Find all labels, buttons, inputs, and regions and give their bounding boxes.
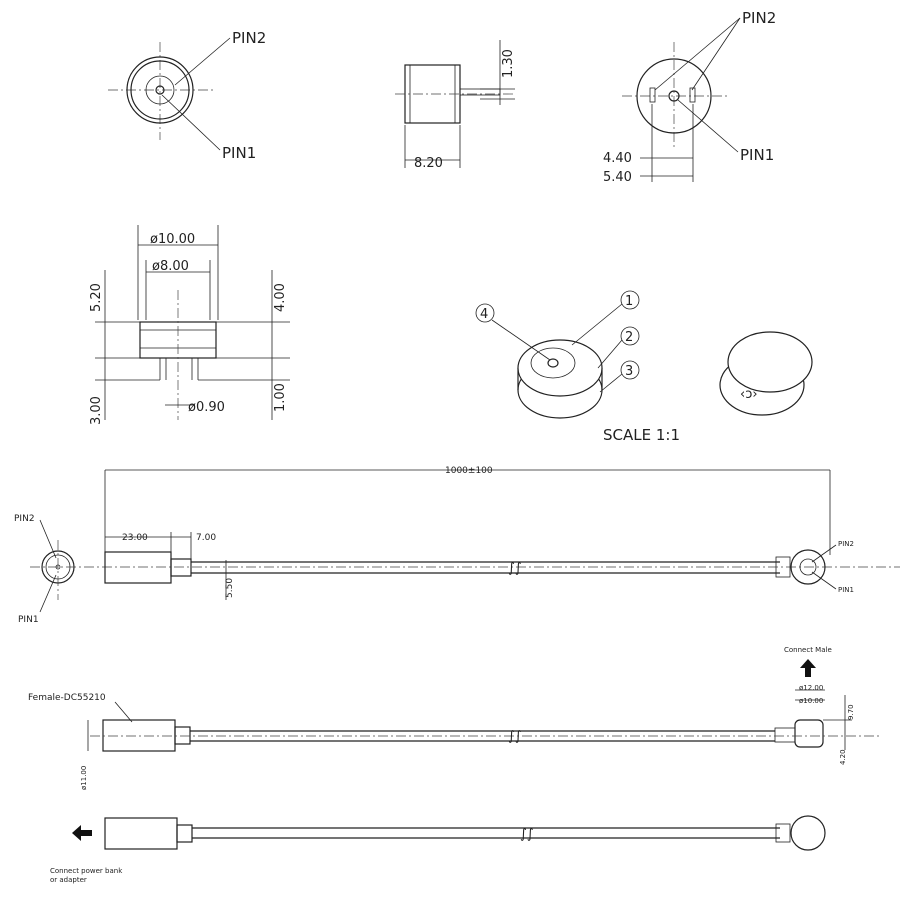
- pin1-label: PIN1: [222, 144, 256, 162]
- outer-dia-dim: ø10.00: [150, 232, 195, 247]
- pin-length-section-dim: 3.00: [89, 396, 104, 425]
- total-height-dim: 5.20: [89, 283, 104, 312]
- callout-2: 2: [625, 330, 633, 345]
- rear-pin1-label: PIN1: [740, 146, 774, 164]
- connect-male-label: Connect Male: [784, 646, 832, 654]
- body-height-dim: 4.00: [273, 283, 288, 312]
- female-connector-label: Female-DC55210: [28, 693, 106, 703]
- cable-dia-dim: 5.50: [225, 578, 235, 598]
- power-note-line1: Connect power bank: [50, 867, 123, 875]
- rear-pin2-label: PIN2: [742, 9, 776, 27]
- body-length-dim: 8.20: [414, 156, 443, 171]
- side-view: 1.30 8.20: [395, 40, 516, 171]
- pin-length-dim: 1.30: [501, 49, 516, 78]
- pin-dia-dim: ø0.90: [188, 400, 225, 415]
- neck-length-dim: 7.00: [196, 533, 216, 543]
- offset-mid-dim: 4.20: [839, 749, 847, 765]
- inner-spacing-dim: 4.40: [603, 151, 632, 166]
- cable-length-dim: 1000±100: [445, 466, 493, 476]
- break-mark: ∫∫: [508, 561, 522, 576]
- right-pin1-label: PIN1: [838, 586, 854, 594]
- arrow-up-icon: [800, 659, 816, 677]
- rear-pin-mark: ‹ↄ›: [740, 387, 758, 402]
- break-mark: ∫∫: [508, 729, 522, 744]
- plug-length-dim: 23.00: [122, 533, 148, 543]
- cable-assembly-top: 1000±100 PIN2 PIN1 23.00 7.00 5.50 ∫∫ PI…: [14, 466, 900, 625]
- left-pin2-label: PIN2: [14, 514, 35, 524]
- outer-spacing-dim: 5.40: [603, 170, 632, 185]
- outer-dia-mid-dim: ø12.00: [799, 684, 823, 692]
- callout-3: 3: [625, 364, 633, 379]
- left-pin1-label: PIN1: [18, 615, 39, 625]
- cable-assembly-bottom: ∫∫ Connect power bank or adapter: [50, 815, 826, 884]
- callout-1: 1: [625, 294, 633, 309]
- rear-view: PIN2 PIN1 4.40 5.40: [603, 9, 776, 185]
- isometric-view: 4 1 2 3 ‹ↄ› SCALE 1:1: [475, 290, 813, 444]
- right-pin2-label: PIN2: [838, 540, 854, 548]
- break-mark: ∫∫: [520, 827, 534, 842]
- section-view: ø10.00 ø8.00 5.20 3.00 4.00 1.00 ø0.90: [89, 225, 290, 425]
- power-note-line2: or adapter: [50, 876, 87, 884]
- inner-dia-dim: ø8.00: [152, 259, 189, 274]
- callout-4: 4: [480, 307, 488, 322]
- cable-assembly-middle: Connect Male ø12.00 ø10.00 9.70 4.20 Fem…: [28, 646, 880, 790]
- base-dim: 1.00: [273, 383, 288, 412]
- scale-label: SCALE 1:1: [603, 426, 680, 444]
- height-mid-dim: 9.70: [847, 704, 855, 720]
- plug-dia-dim: ø11.00: [80, 766, 88, 790]
- inner-dia-mid-dim: ø10.00: [799, 697, 823, 705]
- front-view: PIN2 PIN1: [108, 29, 266, 162]
- arrow-left-icon: [72, 825, 92, 841]
- pin2-label: PIN2: [232, 29, 266, 47]
